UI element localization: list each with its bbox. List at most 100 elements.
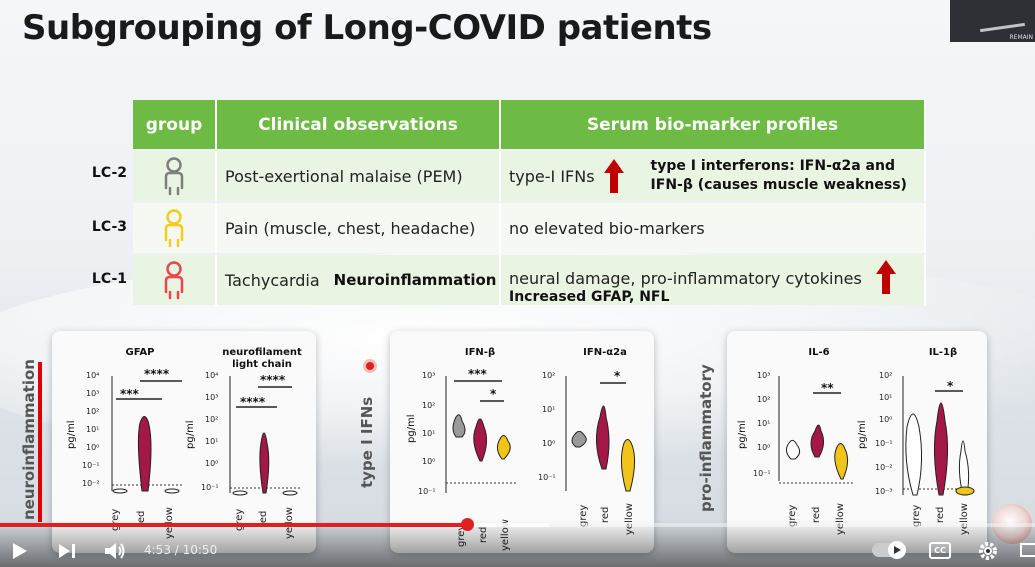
y-tick: 10¹ bbox=[542, 405, 556, 414]
observation-text: Post-exertional malaise (PEM) bbox=[225, 166, 463, 186]
play-icon[interactable] bbox=[12, 542, 28, 560]
autoplay-toggle-knob bbox=[888, 541, 906, 559]
pointer-highlight bbox=[366, 362, 374, 370]
significance-marker: * bbox=[947, 379, 954, 393]
biomarker-text: no elevated bio-markers bbox=[509, 218, 705, 238]
y-tick: 10⁴ bbox=[205, 371, 219, 380]
y-tick: 10⁰ bbox=[542, 439, 556, 448]
yellow-person-icon bbox=[164, 209, 184, 248]
plot-title-ifn-alpha2a: IFN-α2a bbox=[583, 347, 627, 358]
captions-icon[interactable]: CC bbox=[929, 542, 951, 559]
video-player-controls bbox=[0, 520, 1035, 567]
biomarker-text: neural damage, pro-inflammatory cytokine… bbox=[509, 269, 862, 288]
figure-panel-neuroinflammation: GFAP neurofilament light chain pg/ml pg/… bbox=[52, 331, 316, 553]
y-tick: 10¹ bbox=[86, 425, 100, 434]
y-tick: 10⁰ bbox=[879, 415, 893, 424]
plot-title-gfap: GFAP bbox=[125, 347, 155, 358]
header-serum-biomarker-profiles: Serum bio-marker profiles bbox=[501, 100, 926, 149]
group-label: LC-1 bbox=[91, 271, 127, 287]
y-tick: 10² bbox=[542, 371, 556, 380]
y-tick: 10⁰ bbox=[757, 443, 771, 452]
progress-scrubber-handle[interactable] bbox=[460, 518, 474, 531]
slide-title: Subgrouping of Long-COVID patients bbox=[22, 8, 712, 48]
observation-cell: Pain (muscle, chest, headache) bbox=[217, 203, 501, 253]
table-row: LC-2 Post-exertional malaise (PEM) type-… bbox=[92, 151, 926, 201]
time-display: 4:53 / 10:50 bbox=[144, 543, 218, 557]
plot-title-line: light chain bbox=[232, 359, 292, 370]
grey-person-icon bbox=[164, 157, 184, 196]
observation-text: Pain (muscle, chest, headache) bbox=[225, 218, 476, 238]
increase-arrow-icon bbox=[876, 260, 896, 294]
y-tick: 10⁴ bbox=[86, 371, 100, 380]
next-icon[interactable] bbox=[58, 543, 78, 559]
y-tick: 10⁰ bbox=[422, 457, 436, 466]
y-tick: 10³ bbox=[205, 393, 219, 402]
side-label-neuroinflammation: neuroinflammation bbox=[20, 359, 38, 520]
observation-cell: Post-exertional malaise (PEM) bbox=[217, 151, 501, 201]
increase-arrow-icon bbox=[603, 159, 624, 193]
observation-text: Tachycardia bbox=[225, 270, 320, 290]
y-tick: 10⁰ bbox=[86, 443, 100, 452]
y-tick: 10⁻¹ bbox=[201, 483, 219, 492]
y-tick: 10⁻¹ bbox=[82, 461, 100, 470]
y-tick: 10⁰ bbox=[205, 459, 219, 468]
y-tick: 10⁻¹ bbox=[753, 469, 771, 478]
camera-caption: REMAIN bbox=[1009, 34, 1034, 41]
gfap-nfl-violin-plots bbox=[111, 376, 300, 496]
y-tick: 10² bbox=[879, 371, 893, 380]
table-row: LC-3 Pain (muscle, chest, headache) no e… bbox=[92, 203, 926, 253]
annotation-line-1: Increased GFAP, NFL bbox=[509, 289, 670, 305]
cytokine-violin-plots bbox=[778, 376, 975, 496]
miniplayer-icon[interactable] bbox=[1020, 543, 1035, 557]
y-tick: 10² bbox=[422, 401, 436, 410]
significance-marker: * bbox=[614, 369, 621, 383]
y-tick: 10⁻¹ bbox=[538, 473, 556, 482]
plot-title-nfl: neurofilament light chain bbox=[222, 347, 302, 371]
y-tick: 10⁻¹ bbox=[875, 439, 893, 448]
y-tick: 10² bbox=[86, 407, 100, 416]
biomarker-text: type-I IFNs bbox=[509, 166, 595, 186]
ifn-violin-plots bbox=[445, 376, 636, 493]
red-person-icon bbox=[164, 261, 184, 300]
settings-gear-icon[interactable] bbox=[977, 540, 999, 562]
table-header-row: group Clinical observations Serum bio-ma… bbox=[133, 100, 926, 149]
person-icon-cell bbox=[133, 255, 217, 305]
y-tick: 10³ bbox=[422, 371, 436, 380]
presenter-camera-thumbnail bbox=[950, 0, 1035, 42]
biomarker-cell: neural damage, pro-inflammatory cytokine… bbox=[501, 255, 926, 305]
annotation-line-2: IFN-β (causes muscle weakness) bbox=[650, 177, 907, 193]
person-icon-cell bbox=[133, 151, 217, 201]
y-tick: 10¹ bbox=[879, 393, 893, 402]
header-group: group bbox=[133, 100, 217, 149]
volume-icon[interactable] bbox=[104, 541, 128, 561]
y-tick: 10⁻² bbox=[82, 479, 100, 488]
significance-marker: *** bbox=[468, 367, 487, 381]
y-tick: 10⁻¹ bbox=[418, 487, 436, 496]
significance-marker: **** bbox=[260, 373, 286, 387]
significance-marker: *** bbox=[120, 387, 139, 401]
plot-title-il6: IL-6 bbox=[808, 347, 830, 358]
y-tick: 10¹ bbox=[757, 419, 771, 428]
y-tick: 10³ bbox=[86, 389, 100, 398]
side-label-type-i-ifns: type I IFNs bbox=[358, 396, 376, 488]
y-tick: 10³ bbox=[757, 371, 771, 380]
red-annotation-line bbox=[38, 362, 42, 522]
plot-title-ifn-beta: IFN-β bbox=[464, 347, 496, 358]
significance-marker: **** bbox=[240, 395, 266, 409]
figure-panel-pro-inflammatory: IL-6 IL-1β pg/ml pg/ml 10³ 10² 10¹ 10⁰ 1… bbox=[727, 331, 987, 553]
plot-title-il1b: IL-1β bbox=[928, 347, 958, 358]
y-tick: 10¹ bbox=[422, 429, 436, 438]
progress-played bbox=[0, 523, 467, 527]
table-row: LC-1 Tachycardia Neuroinflammation neura… bbox=[92, 255, 926, 305]
annotation-line-1: type I interferons: IFN-α2a and bbox=[650, 158, 895, 174]
side-label-pro-inflammatory: pro-inflammatory bbox=[697, 364, 715, 512]
figure-panel-type-i-ifns: IFN-β IFN-α2a pg/ml 10³ 10² 10¹ 10⁰ 10⁻¹… bbox=[390, 331, 654, 553]
header-clinical-observations: Clinical observations bbox=[217, 100, 501, 149]
observation-cell: Tachycardia Neuroinflammation bbox=[217, 255, 501, 305]
biomarker-cell: no elevated bio-markers bbox=[501, 203, 926, 253]
plot-title-line: neurofilament bbox=[222, 347, 302, 358]
annotation: type I interferons: IFN-α2a and IFN-β (c… bbox=[651, 157, 907, 195]
autoplay-toggle[interactable] bbox=[872, 541, 906, 559]
autoplay-play-icon bbox=[894, 546, 901, 554]
